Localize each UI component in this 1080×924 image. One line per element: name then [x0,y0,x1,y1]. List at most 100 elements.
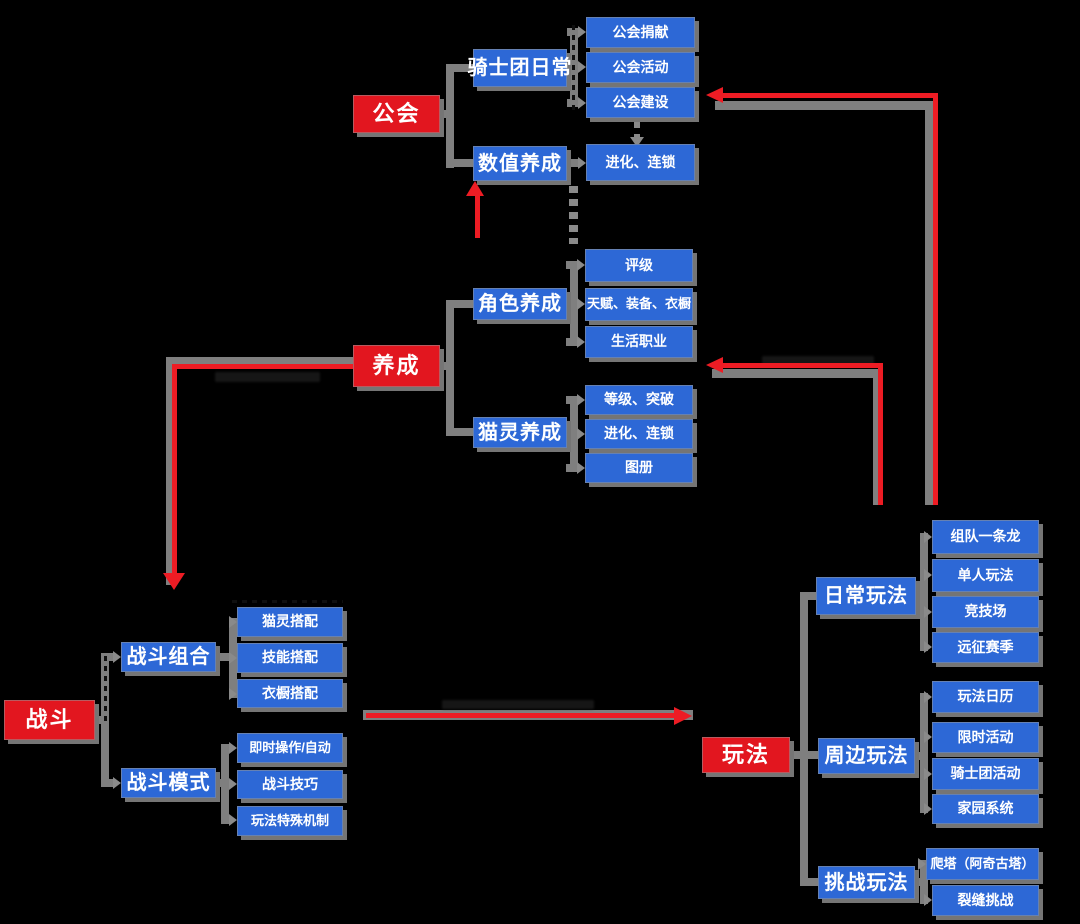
arrowhead-icon [113,777,121,789]
dashed-overlay [232,600,343,603]
node-guild-building: 公会建设 [586,87,695,118]
arrow-gameplay-to-guild-building [718,93,938,98]
arrowhead-icon [924,803,932,815]
node-progression: 养成 [353,345,440,387]
arrowhead-icon [578,26,586,38]
node-guild-donation: 公会捐献 [586,17,695,48]
node-side-gameplay: 周边玩法 [818,738,915,774]
arrowhead-icon [577,298,585,310]
connector [808,592,816,600]
dashed-overlay [572,25,575,110]
node-guild: 公会 [353,95,440,133]
node-realtime-auto: 即时操作/自动 [237,733,343,763]
node-gameplay: 玩法 [702,737,790,773]
arrowhead-icon [924,731,932,743]
connector [566,430,578,438]
connector [915,878,922,886]
connector [566,261,578,269]
connector [440,362,448,370]
arrow-battle-to-gameplay [366,713,674,718]
node-wardrobe-loadout: 衣橱搭配 [237,679,343,708]
arrowhead-icon [163,573,185,590]
connector [566,300,578,308]
arrowhead-icon [706,357,723,373]
arrowhead-icon [924,641,932,653]
faded-label [215,372,320,382]
arrowhead-icon [577,336,585,348]
node-expedition-season: 远征赛季 [932,632,1039,663]
arrow-underlay [715,101,937,110]
arrowhead-icon [229,688,237,700]
arrowhead-icon [577,428,585,440]
node-cat-spirit-loadout: 猫灵搭配 [237,607,343,637]
faded-label [762,356,874,365]
node-special-mechanics: 玩法特殊机制 [237,806,343,836]
faded-label [442,700,594,709]
node-life-professions: 生活职业 [585,326,693,358]
arrow-underlay [925,101,934,505]
arrowhead-icon [924,569,932,581]
node-solo-gameplay: 单人玩法 [932,559,1039,592]
node-housing-system: 家园系统 [932,794,1039,824]
dashed-arrowhead-icon [630,137,644,147]
arrowhead-icon [229,742,237,754]
node-daily-gameplay: 日常玩法 [816,577,916,615]
connector [566,338,578,346]
node-limited-events: 限时活动 [932,722,1039,753]
node-guild-events: 公会活动 [586,52,695,83]
connector [915,752,922,760]
node-rift-challenge: 裂缝挑战 [932,885,1039,916]
arrowhead-icon [578,97,586,109]
arrowhead-icon [578,157,586,169]
connector-bracket [446,64,454,168]
node-team-chain: 组队一条龙 [932,520,1039,554]
connector [216,779,223,787]
arrowhead-icon [113,651,121,663]
arrowhead-icon [578,61,586,73]
connector [566,464,578,472]
arrowhead-icon [918,858,926,870]
node-battle-composition: 战斗组合 [121,642,216,672]
arrowhead-icon [706,87,723,103]
node-knight-order-events: 骑士团活动 [932,758,1039,790]
node-battle-mode: 战斗模式 [121,768,216,798]
arrowhead-icon [577,259,585,271]
node-cat-spirit-progression: 猫灵养成 [473,417,567,448]
connector [452,64,473,72]
node-collection-album: 图册 [585,453,693,483]
node-skill-loadout: 技能搭配 [237,643,343,673]
arrow-nurture-to-battle [172,364,177,574]
connector [107,653,115,661]
connector [567,159,579,167]
node-battle-skills: 战斗技巧 [237,770,343,799]
arrowhead-icon [674,707,692,725]
arrow-underlay [166,357,356,366]
dashed-connector [569,186,578,244]
connector-bracket [920,860,928,904]
node-arena: 竞技场 [932,596,1039,628]
arrow-nurture-to-battle [172,364,353,369]
arrow-character-to-stat [475,195,480,238]
connector [95,716,103,724]
arrowhead-icon [924,606,932,618]
arrowhead-icon [229,652,237,664]
dashed-overlay [104,656,107,722]
node-challenge-gameplay: 挑战玩法 [818,866,915,899]
arrowhead-icon [577,394,585,406]
arrowhead-icon [229,778,237,790]
arrowhead-icon [924,531,932,543]
connector [452,300,473,308]
connector-bracket [920,533,928,651]
node-tower-climb: 爬塔（阿奇古塔） [926,848,1039,880]
dashed-arrow-line [634,121,640,138]
connector-bracket [800,592,808,886]
connector-bracket [446,300,454,436]
node-character-progression: 角色养成 [473,288,567,320]
node-talent-gear-wardrobe: 天赋、装备、衣橱 [585,288,693,321]
node-level-breakthrough: 等级、突破 [585,385,693,415]
arrowhead-icon [229,814,237,826]
arrowhead-icon [924,691,932,703]
node-evolution-chain: 进化、连锁 [585,419,693,449]
node-gameplay-calendar: 玩法日历 [932,681,1039,713]
arrowhead-icon [229,616,237,628]
